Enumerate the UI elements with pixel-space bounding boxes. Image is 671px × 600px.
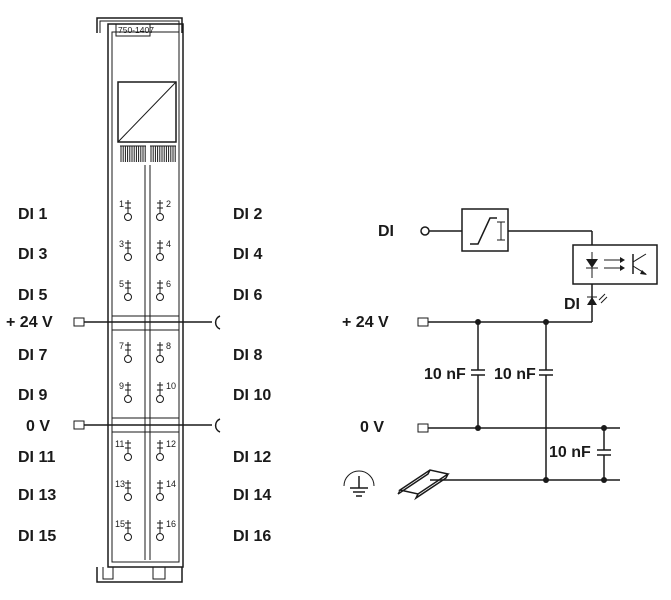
terminal-spring[interactable]: 16 xyxy=(156,519,177,541)
converter-diagonal xyxy=(117,81,177,143)
terminal-spring[interactable]: 3 xyxy=(119,239,132,261)
terminal-spring[interactable]: 14 xyxy=(156,479,177,501)
right-label: DI 16 xyxy=(233,528,271,545)
module-bottom-clip xyxy=(96,567,183,583)
optocoupler-transistor xyxy=(632,253,647,275)
module-housing-inner xyxy=(111,31,180,563)
terminal-number: 15 xyxy=(115,519,125,529)
right-label: DI 4 xyxy=(233,246,262,263)
left-label: DI 11 xyxy=(18,449,55,466)
terminal-number: 8 xyxy=(166,341,171,351)
input-schematic: DI DI xyxy=(342,208,658,501)
optocoupler-diode xyxy=(586,252,598,278)
terminal-spring[interactable]: 15 xyxy=(115,519,132,541)
din-rail-icon xyxy=(397,469,450,501)
terminal-spring[interactable]: 1 xyxy=(119,199,132,221)
left-label: DI 3 xyxy=(18,246,47,263)
bus-contacts xyxy=(120,145,176,162)
terminal-number: 1 xyxy=(119,199,124,209)
terminal-spring[interactable]: 12 xyxy=(156,439,177,461)
power-rails xyxy=(73,315,221,433)
right-label: DI 8 xyxy=(233,347,262,364)
terminal-spring[interactable]: 10 xyxy=(156,381,177,403)
left-label: DI 9 xyxy=(18,387,47,404)
left-label: DI 1 xyxy=(18,206,47,223)
model-label-box xyxy=(115,23,151,37)
right-label: DI 6 xyxy=(233,287,262,304)
left-label: 0 V xyxy=(26,418,50,435)
module-top-clip-inner xyxy=(99,20,180,33)
terminal-spring[interactable]: 9 xyxy=(119,381,132,403)
input-terminal xyxy=(420,226,430,236)
rail-0v-socket xyxy=(214,418,221,433)
terminal-spring[interactable]: 11 xyxy=(115,439,132,461)
model-number: 750-1407 xyxy=(118,25,154,35)
terminal-number: 9 xyxy=(119,381,124,391)
protective-earth-icon xyxy=(343,470,375,497)
right-label: DI 14 xyxy=(233,487,271,504)
schematic-24v-terminal xyxy=(417,317,429,327)
supply-connector-0v xyxy=(73,420,85,430)
terminal-number: 7 xyxy=(119,341,124,351)
terminal-number: 2 xyxy=(166,199,171,209)
terminal-spring[interactable]: 2 xyxy=(156,199,172,221)
left-label: DI 15 xyxy=(18,528,56,545)
right-label: DI 10 xyxy=(233,387,271,404)
status-led-icon xyxy=(587,293,608,305)
capacitor-2-value: 10 nF xyxy=(494,366,536,383)
terminal-spring[interactable]: 8 xyxy=(156,341,172,363)
schematic-24v-label: + 24 V xyxy=(342,314,389,331)
terminal-spring[interactable]: 4 xyxy=(156,239,172,261)
terminal-spring[interactable]: 13 xyxy=(115,479,132,501)
terminal-spring[interactable]: 5 xyxy=(119,279,132,301)
capacitor-3-value: 10 nF xyxy=(549,444,591,461)
terminal-number: 10 xyxy=(166,381,176,391)
terminal-number: 16 xyxy=(166,519,176,529)
capacitor-1-value: 10 nF xyxy=(424,366,466,383)
schematic-input-label: DI xyxy=(378,223,394,240)
module-top-clip xyxy=(96,17,183,33)
schematic-0v-terminal xyxy=(417,423,429,433)
left-label: DI 5 xyxy=(18,287,47,304)
input-filter-block xyxy=(461,208,509,252)
rail-24v-socket xyxy=(214,315,221,330)
optocoupler-light-arrows xyxy=(604,257,625,271)
left-label: + 24 V xyxy=(6,314,53,331)
right-channel-labels: DI 2 DI 4 DI 6 DI 8 DI 10 DI 12 DI 14 DI 16 xyxy=(233,206,271,545)
right-label: DI 12 xyxy=(233,449,271,466)
terminal-number: 3 xyxy=(119,239,124,249)
terminal-number: 4 xyxy=(166,239,171,249)
converter-block xyxy=(117,81,177,143)
terminal-number: 12 xyxy=(166,439,176,449)
terminal-spring[interactable]: 7 xyxy=(119,341,132,363)
right-label: DI 2 xyxy=(233,206,262,223)
terminal-number: 13 xyxy=(115,479,125,489)
terminal-number: 14 xyxy=(166,479,176,489)
terminal-number: 5 xyxy=(119,279,124,289)
terminal-spring[interactable]: 6 xyxy=(156,279,172,301)
terminal-number: 6 xyxy=(166,279,171,289)
schematic-0v-label: 0 V xyxy=(360,419,384,436)
power-jumper-24v xyxy=(111,315,180,331)
left-channel-labels: DI 1 DI 3 DI 5 + 24 V DI 7 DI 9 0 V DI 11 DI 13 D… xyxy=(6,206,56,545)
supply-connector-24v xyxy=(73,317,85,327)
left-label: DI 7 xyxy=(18,347,47,364)
optocoupler-block xyxy=(572,244,658,285)
status-led-label: DI xyxy=(564,296,580,313)
terminal-number: 11 xyxy=(115,439,124,449)
left-label: DI 13 xyxy=(18,487,56,504)
